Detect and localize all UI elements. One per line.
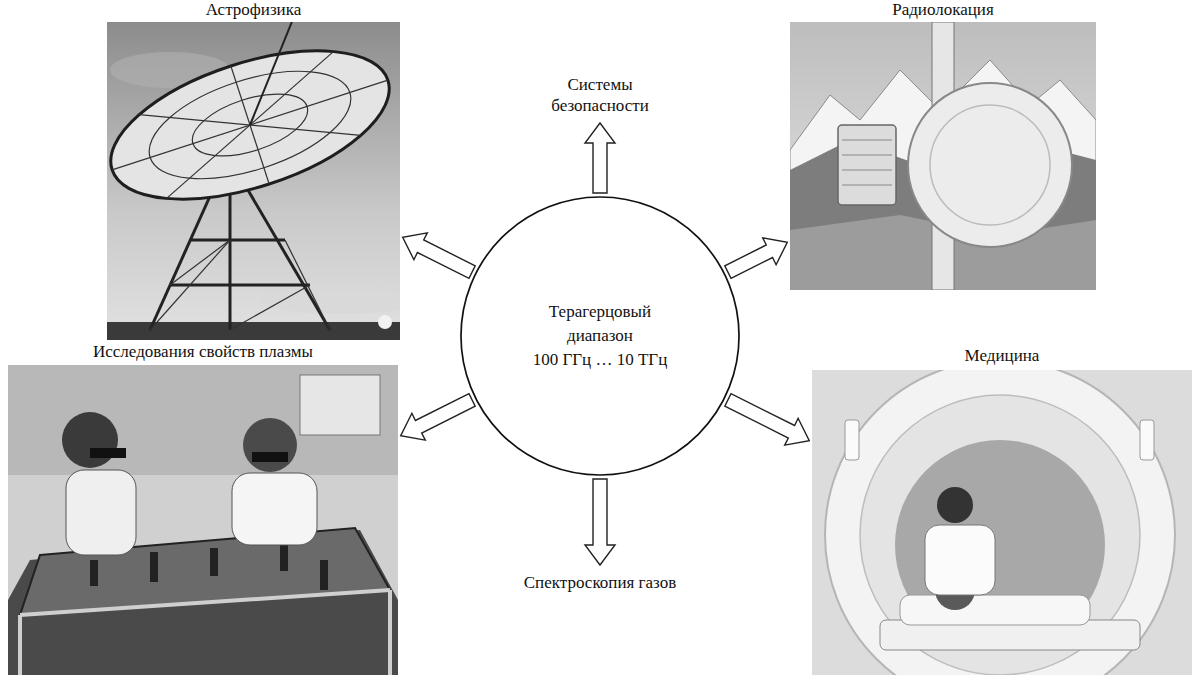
mri-scanner-photo-part	[845, 420, 859, 460]
hollow-arrow	[585, 123, 615, 193]
radio-telescope-photo	[107, 22, 400, 340]
radio-telescope-photo-part	[107, 22, 400, 229]
photo-panel: Исследования свойств плазмы	[8, 342, 398, 675]
plasma-lab-photo-part	[20, 590, 390, 615]
plasma-lab-photo-part	[90, 560, 98, 586]
circle-shape	[461, 197, 739, 475]
mri-scanner-photo-part	[860, 395, 1140, 675]
radio-telescope-photo-part	[150, 240, 230, 330]
plasma-lab-photo-part	[388, 590, 392, 675]
radio-telescope-photo-part	[378, 315, 392, 329]
radio-telescope-photo-part	[170, 240, 230, 285]
radio-telescope-photo-part	[221, 22, 326, 125]
hollow-arrow	[401, 394, 476, 440]
radar-antenna-photo-part	[908, 83, 1072, 247]
radio-telescope-photo-part	[230, 285, 310, 330]
plasma-lab-photo	[8, 365, 398, 675]
application-text: Спектроскопия газов	[524, 572, 676, 593]
panel-title: Радиолокация	[790, 0, 1096, 20]
radio-telescope-photo-part	[150, 240, 330, 330]
radio-telescope-photo-part	[190, 239, 285, 242]
radio-telescope-photo-part	[229, 190, 232, 330]
mri-scanner-photo-part	[1140, 420, 1154, 460]
plasma-lab-photo-part	[62, 412, 118, 468]
radio-telescope-photo-part	[260, 286, 400, 314]
radar-antenna-photo-part	[842, 155, 892, 156]
mri-scanner-photo	[812, 370, 1192, 675]
plasma-lab-photo-part	[252, 452, 288, 462]
plasma-lab-photo-part	[66, 470, 136, 555]
hollow-arrow	[403, 233, 476, 278]
radio-telescope-photo-part	[150, 185, 215, 330]
center-circle: Терагерцовый диапазон100 ГГц … 10 ТГц	[459, 195, 741, 477]
mri-scanner-photo-part	[900, 595, 1090, 625]
hollow-arrow	[725, 394, 810, 445]
radio-telescope-photo-part	[107, 22, 400, 229]
application-text: Системы безопасности	[531, 74, 669, 116]
radar-antenna-photo-part	[930, 105, 1050, 225]
radar-antenna-photo	[790, 22, 1096, 290]
photo-panel: Медицина	[812, 346, 1192, 675]
plasma-lab-photo-part	[243, 418, 297, 472]
radio-telescope-photo-part	[139, 52, 360, 199]
radio-telescope-photo-part	[150, 185, 330, 330]
mri-scanner-photo-part	[937, 487, 973, 523]
hollow-arrow	[585, 479, 615, 565]
radar-antenna-photo-part	[842, 170, 892, 171]
plasma-lab-photo-part	[8, 365, 398, 675]
plasma-lab-photo-part	[18, 615, 22, 675]
mri-scanner-photo-part	[825, 370, 1175, 675]
circle-heading: Терагерцовый диапазон	[515, 300, 685, 348]
application-label: Спектроскопия газов	[518, 568, 682, 597]
radio-telescope-photo-part	[285, 240, 330, 330]
radar-antenna-photo-part	[842, 185, 892, 186]
plasma-lab-photo-part	[20, 590, 390, 675]
plasma-lab-photo-part	[232, 473, 317, 545]
plasma-lab-photo-part	[90, 448, 126, 458]
radio-telescope-photo-part	[245, 185, 330, 330]
radar-antenna-photo-part	[842, 140, 892, 141]
plasma-lab-photo-part	[150, 552, 158, 582]
plasma-lab-photo-part	[320, 560, 328, 590]
plasma-lab-photo-part	[8, 365, 398, 475]
photo-panel: Радиолокация	[790, 0, 1096, 290]
frequency-range: 100 ГГц … 10 ТГц	[533, 348, 668, 372]
radar-antenna-photo-part	[838, 125, 896, 205]
plasma-lab-photo-part	[300, 375, 380, 435]
panel-title: Медицина	[812, 346, 1192, 366]
plasma-lab-photo-part	[210, 548, 218, 576]
plasma-lab-photo-part	[280, 545, 288, 571]
photo-panel: Астрофизика	[107, 0, 400, 340]
hollow-arrow	[725, 238, 788, 278]
mri-scanner-photo-part	[895, 440, 1105, 650]
mri-scanner-photo-part	[925, 525, 995, 595]
radio-telescope-photo-part	[107, 22, 400, 229]
radar-antenna-photo-part	[790, 22, 1096, 290]
radar-antenna-photo-part	[842, 140, 892, 185]
panel-title: Исследования свойств плазмы	[8, 342, 398, 362]
radio-telescope-photo-part	[139, 52, 360, 199]
application-label: Системы безопасности	[525, 70, 675, 120]
panel-title: Астрофизика	[107, 0, 400, 20]
